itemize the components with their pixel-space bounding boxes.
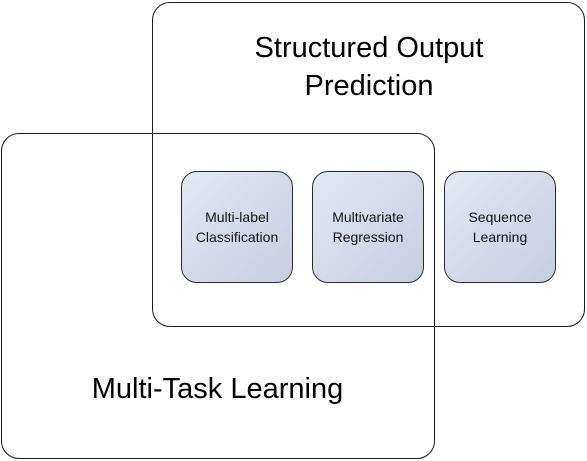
- multi-label-classification-box: Multi-label Classification: [181, 171, 293, 283]
- multi-task-region: [1, 133, 435, 459]
- multivariate-regression-box: Multivariate Regression: [312, 171, 424, 283]
- multi-label-classification-label: Multi-label Classification: [195, 209, 279, 245]
- multivariate-regression-label: Multivariate Regression: [332, 209, 404, 245]
- multi-task-title: Multi-Task Learning: [91, 373, 344, 405]
- structured-output-region: [152, 2, 585, 327]
- structured-output-title: Structured Output Prediction: [254, 32, 484, 102]
- sequence-learning-box: Sequence Learning: [444, 171, 556, 283]
- sequence-learning-label: Sequence Learning: [468, 209, 532, 245]
